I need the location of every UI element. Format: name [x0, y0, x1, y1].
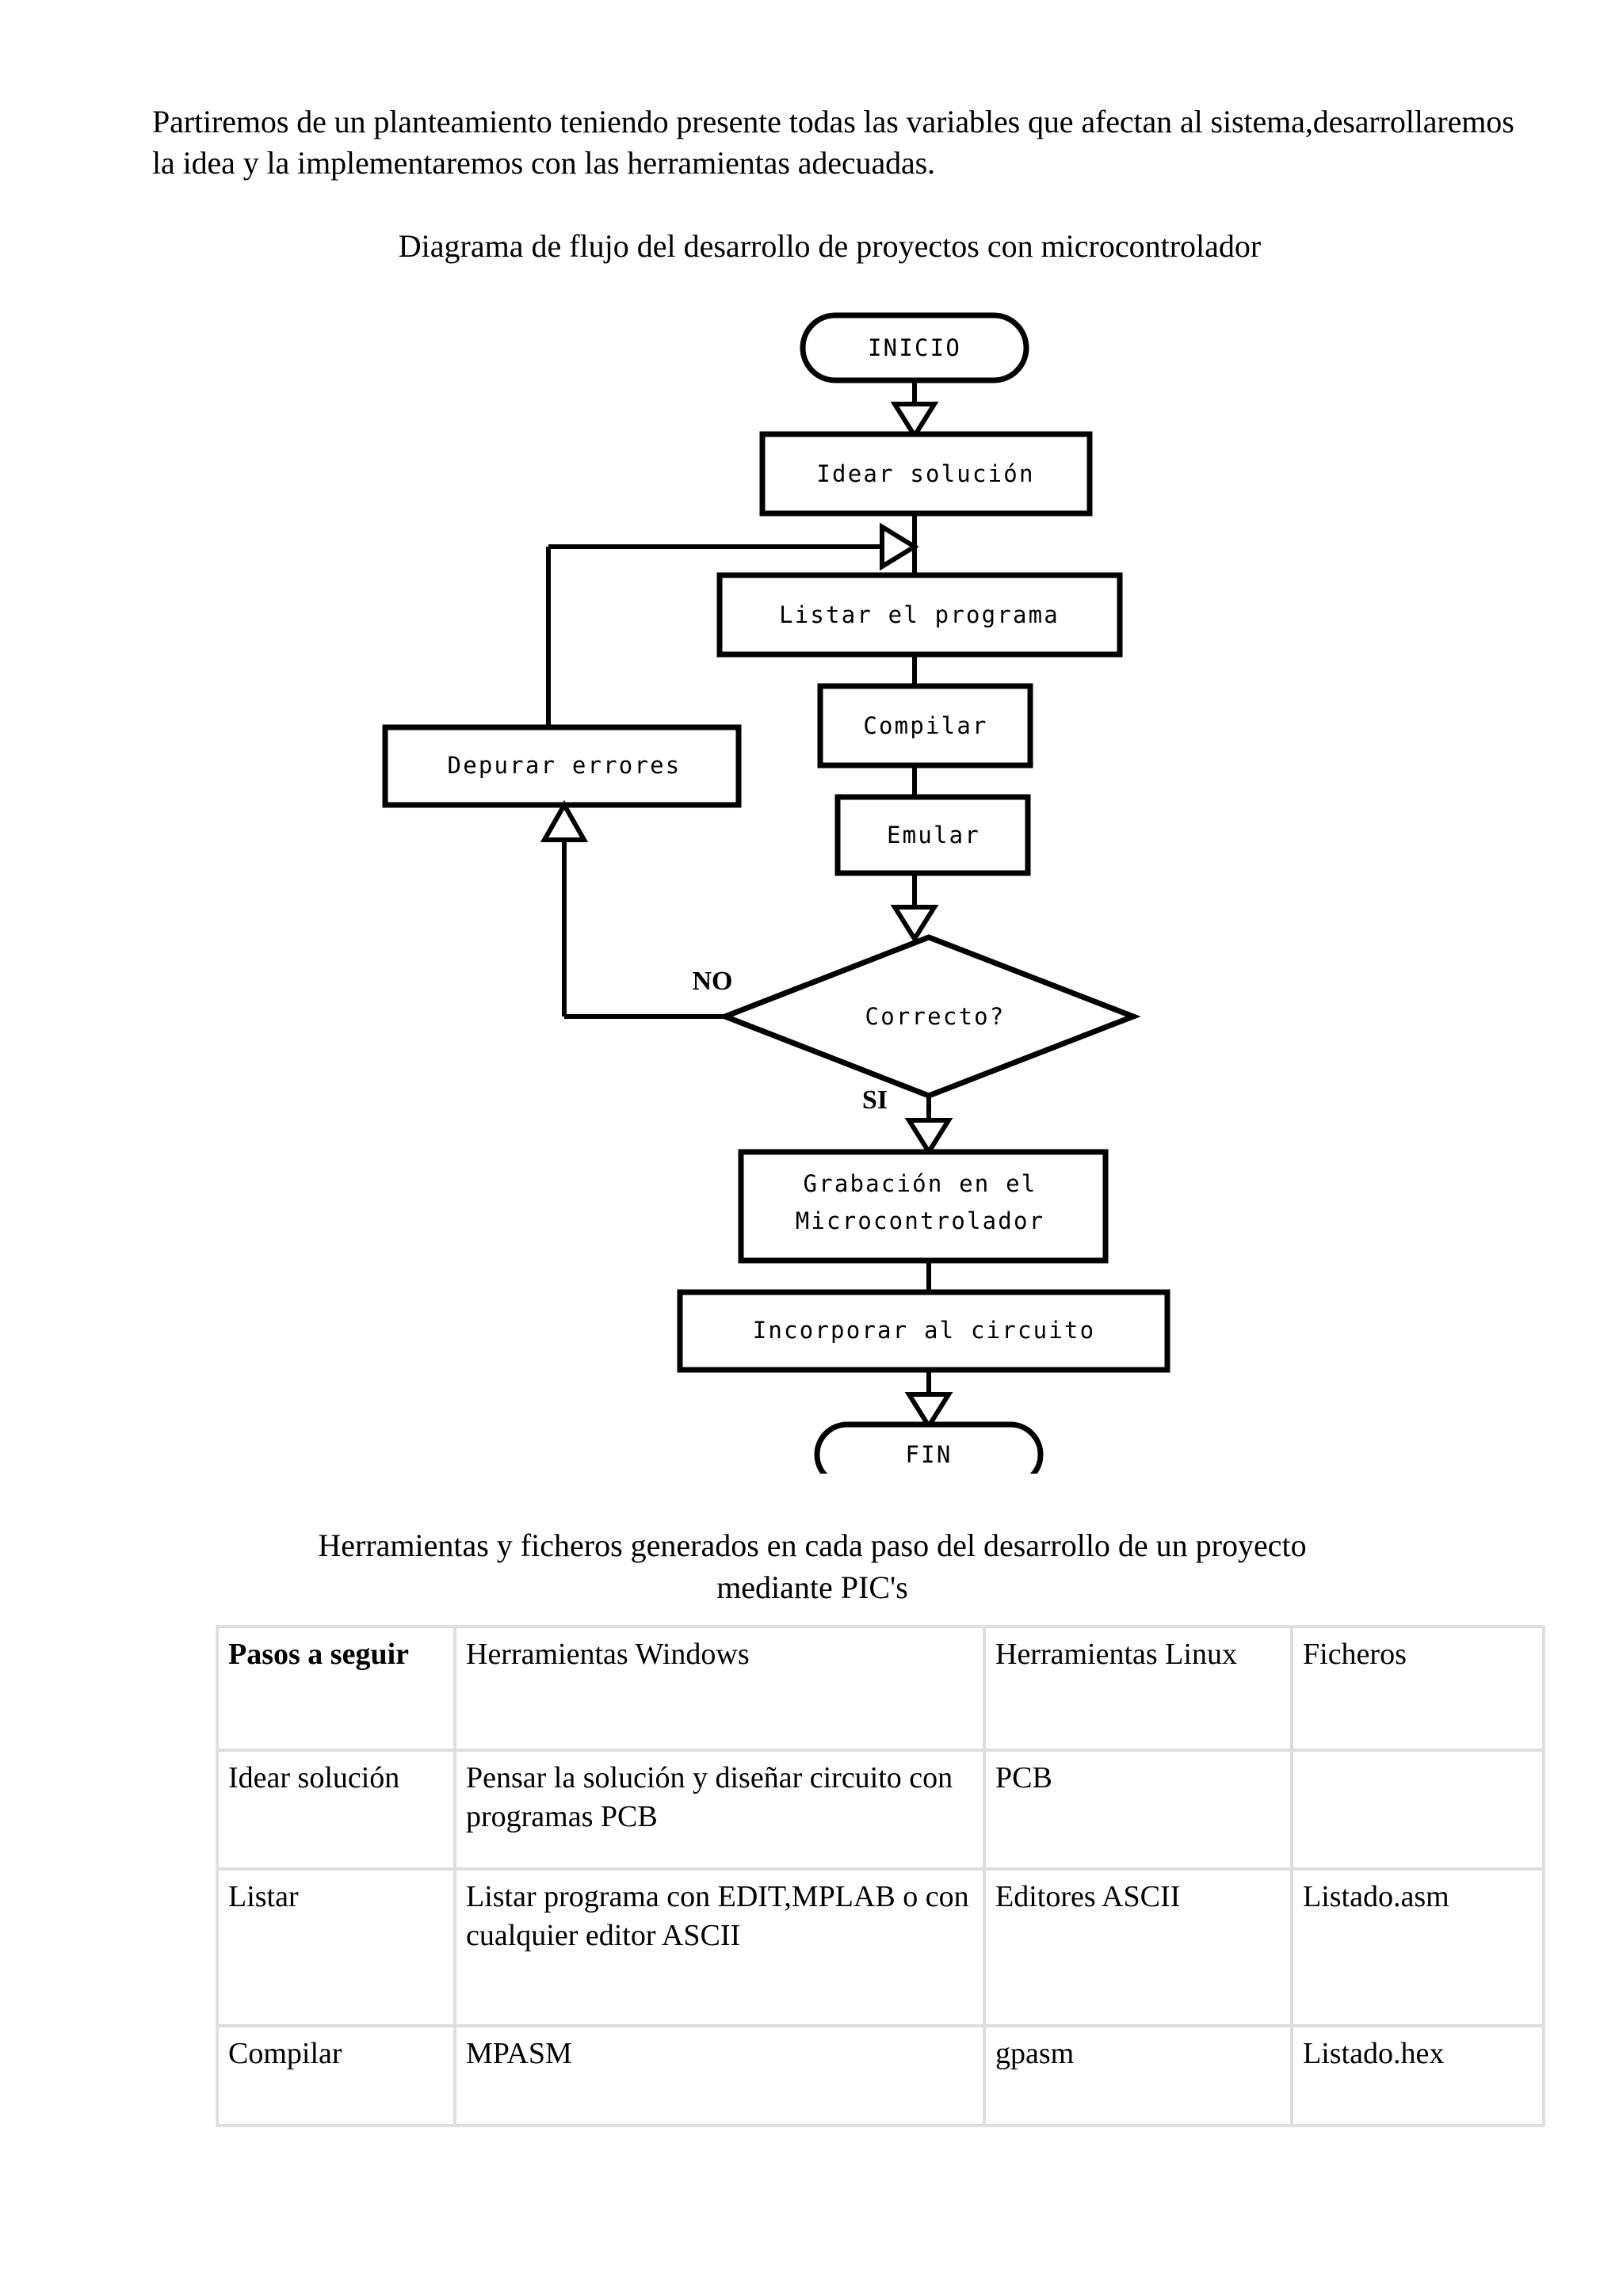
table-cell-paso: Idear solución [217, 1750, 455, 1869]
arrowhead-up-icon [540, 799, 589, 842]
flow-node-compilar-label: Compilar [863, 712, 987, 739]
flow-node-incorporar-label: Incorporar al circuito [753, 1317, 1096, 1344]
tools-table: Pasos a seguir Herramientas Windows Herr… [216, 1625, 1545, 2127]
flow-node-incorporar: Incorporar al circuito [677, 1289, 1170, 1373]
flow-node-fin: FIN [814, 1421, 1044, 1474]
table-caption: Herramientas y ficheros generados en cad… [135, 1525, 1490, 1609]
flow-node-listar-label: Listar el programa [779, 601, 1060, 628]
flow-node-idear: Idear solución [759, 431, 1093, 517]
flow-node-grabacion: Grabación en el Microcontrolador [738, 1149, 1109, 1264]
edge-label-si: SI [862, 1085, 888, 1115]
flow-node-fin-label: FIN [906, 1441, 953, 1468]
flow-node-grabacion-label-line2: Microcontrolador [796, 1207, 1045, 1234]
arrowhead-down-icon [890, 402, 939, 441]
table-header-windows: Herramientas Windows [455, 1627, 984, 1750]
table-cell-linux: Editores ASCII [984, 1869, 1292, 2026]
flow-node-listar: Listar el programa [716, 572, 1123, 658]
edge-label-no: NO [693, 967, 733, 996]
table-cell-windows: Listar programa con EDIT,MPLAB o con cua… [455, 1869, 984, 2026]
flow-node-inicio: INICIO [800, 312, 1029, 383]
table-header-pasos: Pasos a seguir [217, 1627, 455, 1750]
table-header-ficheros: Ficheros [1292, 1627, 1544, 1750]
flow-node-depurar-label: Depurar errores [448, 752, 682, 779]
flowchart-caption: Diagrama de flujo del desarrollo de proy… [398, 228, 1262, 264]
table-cell-windows: MPASM [455, 2026, 984, 2126]
table-cell-linux: PCB [984, 1750, 1292, 1869]
table-row: Idear solución Pensar la solución y dise… [217, 1750, 1544, 1869]
table-cell-paso: Compilar [217, 2026, 455, 2126]
flowchart-svg: INICIO Idear solución Listar el programa [382, 312, 1170, 1474]
table-cell-windows: Pensar la solución y diseñar circuito co… [455, 1750, 984, 1869]
table-row: Listar Listar programa con EDIT,MPLAB o … [217, 1869, 1544, 2026]
flow-node-emular-label: Emular [887, 822, 980, 849]
intro-paragraph: Partiremos de un planteamiento teniendo … [152, 104, 1514, 181]
flow-node-decision: Correcto? [717, 934, 1141, 1099]
arrowhead-down-icon [904, 1118, 953, 1157]
table-header-row: Pasos a seguir Herramientas Windows Herr… [217, 1627, 1544, 1750]
flow-node-grabacion-label-line1: Grabación en el [804, 1170, 1037, 1197]
flow-node-compilar: Compilar [817, 683, 1033, 769]
flow-node-depurar: Depurar errores [382, 724, 742, 808]
table-cell-ficheros: Listado.asm [1292, 1869, 1544, 2026]
flow-node-idear-label: Idear solución [816, 460, 1034, 487]
table-row: Compilar MPASM gpasm Listado.hex [217, 2026, 1544, 2126]
flowchart-figure: INICIO Idear solución Listar el programa [0, 285, 1623, 1474]
flow-node-emular: Emular [834, 794, 1031, 876]
table-cell-linux: gpasm [984, 2026, 1292, 2126]
flow-node-decision-label: Correcto? [865, 1003, 1006, 1030]
table-cell-ficheros: Listado.hex [1292, 2026, 1544, 2126]
table-cell-ficheros [1292, 1750, 1544, 1869]
tools-table-wrapper: Pasos a seguir Herramientas Windows Herr… [216, 1625, 1545, 2127]
flow-node-inicio-label: INICIO [868, 334, 961, 361]
arrowhead-down-icon [890, 905, 939, 944]
table-cell-paso: Listar [217, 1869, 455, 2026]
table-caption-line2: mediante PIC's [716, 1569, 908, 1605]
table-header-linux: Herramientas Linux [984, 1627, 1292, 1750]
table-caption-line1: Herramientas y ficheros generados en cad… [318, 1527, 1307, 1563]
arrowhead-right-icon [880, 522, 919, 571]
arrowhead-down-icon [904, 1392, 953, 1431]
